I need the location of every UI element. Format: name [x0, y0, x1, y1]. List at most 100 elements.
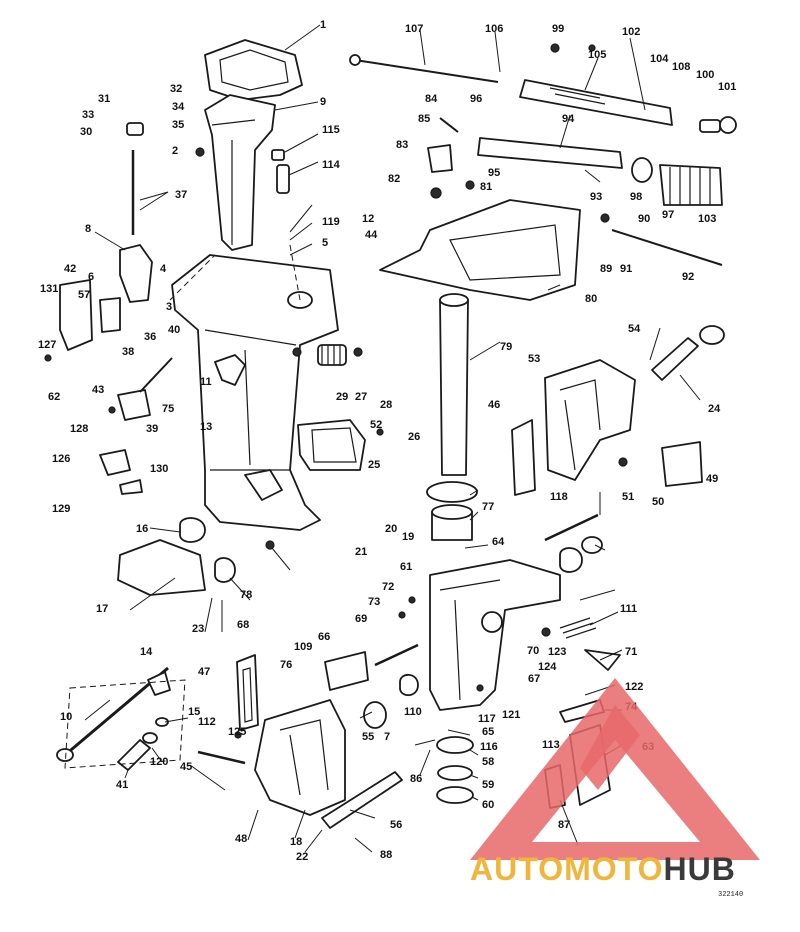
callout-113: 113 — [542, 739, 560, 751]
callout-95: 95 — [488, 167, 500, 179]
callout-19: 19 — [402, 531, 414, 543]
callout-labels: 1234567891011121314151617181920212223242… — [38, 19, 736, 863]
callout-30: 30 — [80, 126, 92, 138]
callout-26: 26 — [408, 431, 420, 443]
callout-128: 128 — [70, 423, 88, 435]
callout-46: 46 — [488, 399, 500, 411]
part-steering-arm — [379, 199, 581, 301]
callout-122: 122 — [625, 681, 643, 693]
callout-86: 86 — [410, 773, 422, 785]
callout-42: 42 — [64, 263, 76, 275]
callout-14: 14 — [140, 646, 153, 658]
callout-2: 2 — [172, 145, 178, 157]
watermark-brand-auto: AUTO — [470, 851, 564, 887]
callout-40: 40 — [168, 324, 180, 336]
callout-66: 66 — [318, 631, 330, 643]
callout-31: 31 — [98, 93, 110, 105]
callout-9: 9 — [320, 96, 326, 108]
callout-91: 91 — [620, 263, 632, 275]
callout-103: 103 — [698, 213, 716, 225]
watermark-brand-hub: HUB — [663, 851, 735, 887]
callout-96: 96 — [470, 93, 482, 105]
callout-37: 37 — [175, 189, 187, 201]
callout-36: 36 — [144, 331, 156, 343]
callout-62: 62 — [48, 391, 60, 403]
part-gasket-top — [204, 39, 303, 101]
callout-90: 90 — [638, 213, 650, 225]
callout-7: 7 — [384, 731, 390, 743]
part-stern-bracket-left — [254, 699, 346, 816]
callout-118: 118 — [550, 491, 568, 503]
callout-61: 61 — [400, 561, 412, 573]
callout-50: 50 — [652, 496, 664, 508]
callout-52: 52 — [370, 419, 382, 431]
callout-83: 83 — [396, 139, 408, 151]
callout-82: 82 — [388, 173, 400, 185]
callout-39: 39 — [146, 423, 158, 435]
callout-105: 105 — [588, 49, 606, 61]
part-stern-bracket-right — [544, 359, 636, 481]
callout-111: 111 — [620, 603, 637, 615]
callout-69: 69 — [355, 613, 367, 625]
callout-104: 104 — [650, 53, 669, 65]
callout-75: 75 — [162, 403, 174, 415]
watermark-logo: AUTOMOTOHUB — [470, 678, 760, 887]
callout-119: 119 — [322, 216, 340, 228]
callout-13: 13 — [200, 421, 212, 433]
callout-99: 99 — [552, 23, 564, 35]
callout-101: 101 — [718, 81, 736, 93]
callout-29: 29 — [336, 391, 348, 403]
callout-33: 33 — [82, 109, 94, 121]
callout-68: 68 — [237, 619, 249, 631]
callout-16: 16 — [136, 523, 148, 535]
callout-4: 4 — [160, 263, 167, 275]
part-swivel-bracket — [429, 559, 561, 711]
callout-88: 88 — [380, 849, 392, 861]
callout-41: 41 — [116, 779, 128, 791]
callout-43: 43 — [92, 384, 104, 396]
callout-47: 47 — [198, 666, 210, 678]
callout-5: 5 — [322, 237, 328, 249]
callout-92: 92 — [682, 271, 694, 283]
watermark-triangle — [470, 678, 760, 860]
drawing-code: 322140 — [718, 891, 743, 899]
callout-127: 127 — [38, 339, 56, 351]
callout-51: 51 — [622, 491, 634, 503]
callout-11: 11 — [200, 376, 212, 388]
callout-44: 44 — [365, 229, 378, 241]
callout-28: 28 — [380, 399, 392, 411]
callout-54: 54 — [628, 323, 641, 335]
callout-123: 123 — [548, 646, 566, 658]
callout-1: 1 — [320, 19, 326, 31]
callout-130: 130 — [150, 463, 168, 475]
callout-60: 60 — [482, 799, 494, 811]
callout-106: 106 — [485, 23, 503, 35]
callout-72: 72 — [382, 581, 394, 593]
callout-125: 125 — [228, 726, 246, 738]
callout-79: 79 — [500, 341, 512, 353]
callout-49: 49 — [706, 473, 718, 485]
callout-129: 129 — [52, 503, 70, 515]
callout-6: 6 — [88, 271, 94, 283]
part-lower-cover — [117, 539, 206, 596]
callout-73: 73 — [368, 596, 380, 608]
callout-71: 71 — [625, 646, 637, 658]
callout-97: 97 — [662, 209, 674, 221]
callout-12: 12 — [362, 213, 374, 225]
callout-27: 27 — [355, 391, 367, 403]
callout-76: 76 — [280, 659, 292, 671]
callout-87: 87 — [558, 819, 570, 831]
callout-38: 38 — [122, 346, 134, 358]
callout-56: 56 — [390, 819, 402, 831]
callout-18: 18 — [290, 836, 302, 848]
callout-57: 57 — [78, 289, 90, 301]
callout-21: 21 — [355, 546, 367, 558]
callout-22: 22 — [296, 851, 308, 863]
callout-109: 109 — [294, 641, 312, 653]
callout-64: 64 — [492, 536, 505, 548]
part-tiller-arm — [477, 137, 623, 169]
callout-102: 102 — [622, 26, 640, 38]
callout-107: 107 — [405, 23, 423, 35]
callout-126: 126 — [52, 453, 70, 465]
